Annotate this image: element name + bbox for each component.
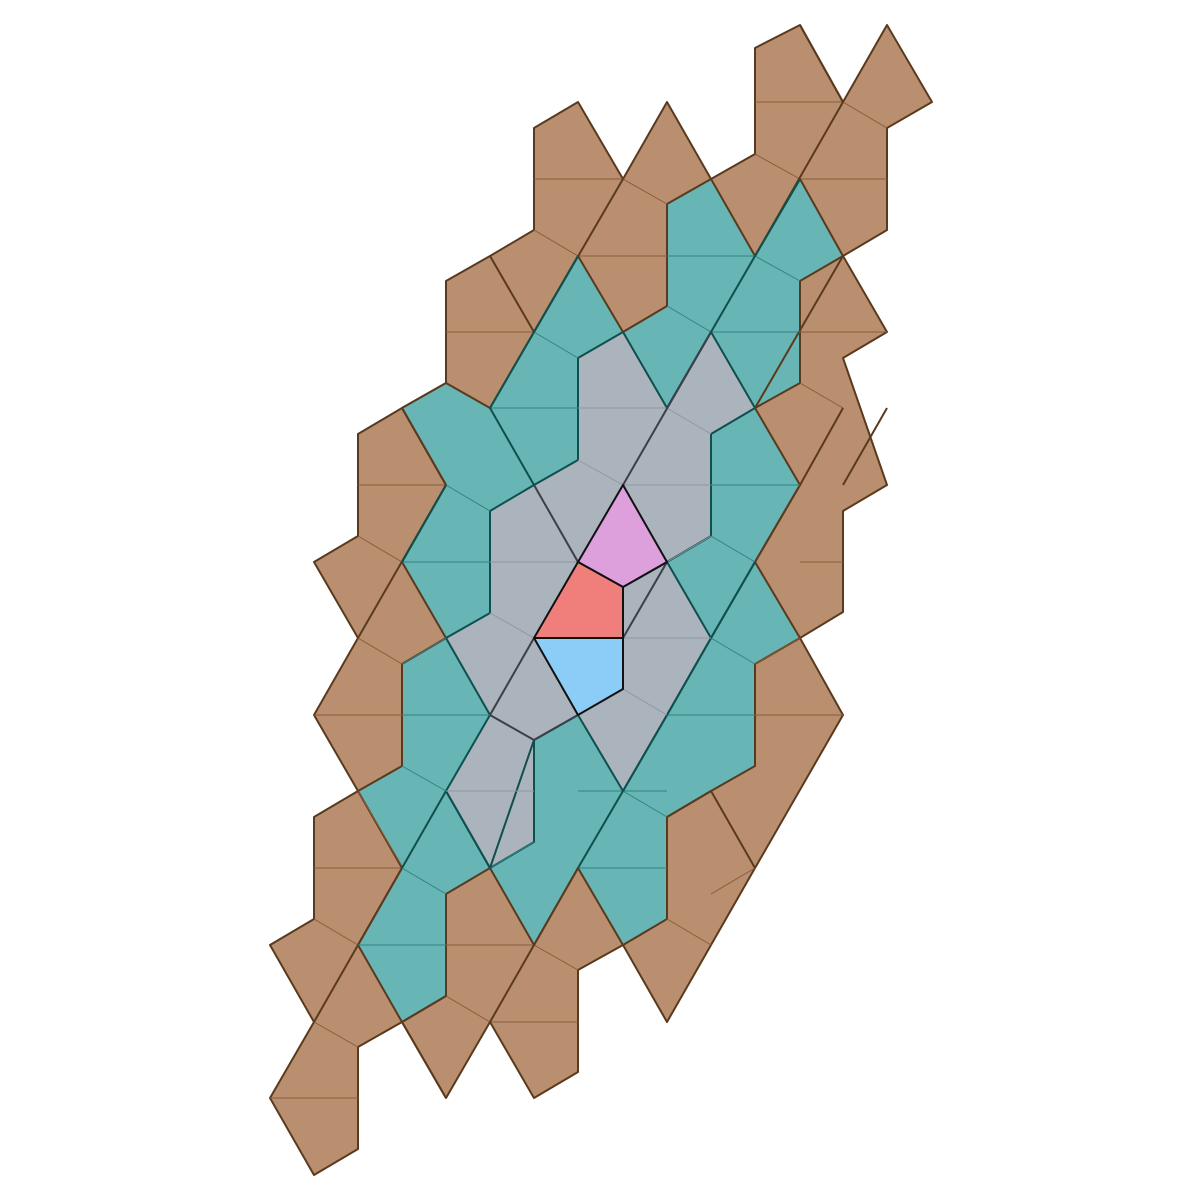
inner-seam: [666, 535, 712, 563]
outer-seam: [622, 178, 668, 205]
outer-boundary: [799, 407, 844, 486]
inner-boundary: [533, 714, 579, 741]
outer-seam: [710, 867, 756, 895]
middle-seam: [666, 305, 712, 333]
inner-boundary: [489, 637, 535, 716]
middle-seam: [401, 867, 447, 895]
middle-seam: [445, 484, 491, 512]
outer-boundary: [401, 995, 447, 1023]
outer-boundary: [710, 790, 756, 869]
outer-seam: [313, 1021, 359, 1048]
outer-seam: [754, 153, 801, 180]
tile-seams: [270, 24, 888, 1099]
middle-boundary: [533, 255, 579, 333]
middle-seam: [710, 535, 756, 563]
middle-boundary: [401, 790, 447, 869]
middle-seam: [710, 637, 756, 665]
inner-boundary: [622, 331, 712, 486]
middle-boundary: [666, 637, 712, 716]
outer-seam: [666, 918, 712, 946]
middle-boundary: [445, 790, 491, 869]
inner-boundary: [489, 714, 535, 741]
inner-seam: [577, 459, 624, 486]
outer-seam: [754, 637, 801, 665]
middle-seam: [401, 637, 447, 665]
outer-boundary: [533, 867, 579, 946]
outer-boundary: [357, 867, 403, 946]
outer-boundary: [401, 407, 447, 486]
outer-boundary: [313, 944, 359, 1023]
middle-boundary: [489, 407, 535, 486]
middle-seam: [622, 790, 668, 818]
outer-boundary: [754, 484, 801, 563]
middle-boundary: [489, 331, 535, 409]
outer-seam: [842, 101, 888, 129]
middle-boundary: [710, 255, 756, 333]
outer-seam: [357, 790, 403, 867]
outer-seam: [533, 944, 579, 971]
core-bottom-tile: [533, 637, 624, 716]
outer-boundary: [666, 790, 712, 818]
outer-boundary: [401, 1021, 447, 1099]
middle-boundary: [489, 739, 535, 869]
middle-boundary: [710, 561, 756, 639]
middle-boundary: [754, 178, 801, 257]
outer-seam: [799, 382, 844, 409]
middle-boundary: [577, 790, 624, 869]
outer-boundary: [842, 407, 888, 486]
inner-seam: [622, 688, 668, 716]
middle-seam: [401, 765, 447, 792]
outer-seam: [357, 637, 403, 665]
outer-boundary: [489, 944, 535, 1023]
outer-seam: [357, 535, 403, 563]
outer-seam: [313, 918, 359, 946]
outer-boundary: [489, 255, 535, 333]
inner-boundary: [622, 561, 668, 639]
middle-seam: [754, 255, 801, 282]
outer-boundary: [799, 24, 844, 103]
middle-seam: [533, 331, 579, 359]
inner-seam: [489, 612, 535, 639]
outer-seam: [445, 995, 491, 1023]
core-tiles: [533, 484, 668, 716]
outer-seam: [533, 229, 579, 257]
middle-boundary: [401, 484, 447, 563]
middle-seam: [489, 841, 535, 869]
inner-boundary: [533, 484, 579, 563]
inner-seam: [666, 407, 712, 435]
middle-boundary: [622, 714, 668, 792]
